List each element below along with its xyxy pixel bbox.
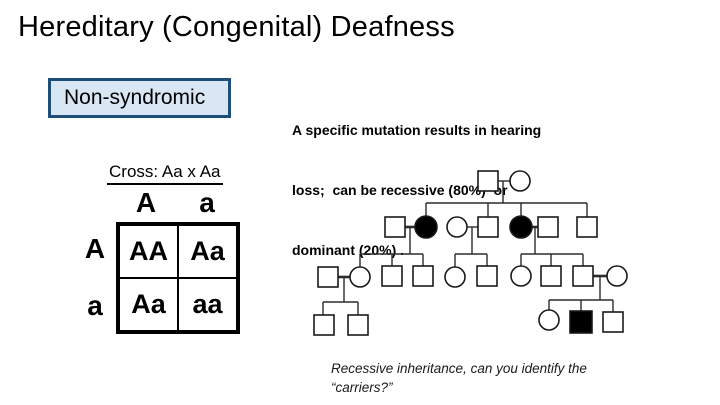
description-text: A specific mutation results in hearing l… [292,80,541,300]
pedigree-male-unaffected [602,311,624,333]
non-syndromic-box: Non-syndromic [48,78,231,118]
pedigree-male-affected [569,310,593,334]
caption-line: “carriers?” [331,380,393,395]
punnett-square: Cross: Aa x Aa A a A a AA Aa Aa aa [60,160,255,345]
pedigree-male-unaffected [384,216,406,238]
description-line: loss; can be recessive (80%) or [292,182,508,198]
pedigree-male-unaffected [540,265,562,287]
pedigree-female-unaffected [444,266,466,288]
caption-line: Recessive inheritance, can you identify … [331,361,587,376]
punnett-row-header: a [87,290,103,321]
pedigree-female-affected [509,215,533,239]
pedigree-male-unaffected [477,216,499,238]
pedigree-male-unaffected [476,265,498,287]
punnett-grid: AA Aa Aa aa [116,222,240,334]
pedigree-male-unaffected [537,216,559,238]
pedigree-female-affected [414,215,438,239]
pedigree-female-unaffected [349,266,371,288]
non-syndromic-label: Non-syndromic [64,86,206,109]
pedigree-female-unaffected [446,216,468,238]
pedigree-male-unaffected [412,265,434,287]
pedigree-female-unaffected [509,170,531,192]
punnett-col-header: a [199,187,215,218]
punnett-cell: Aa [119,278,178,331]
pedigree-male-unaffected [572,265,594,287]
pedigree-male-unaffected [347,314,369,336]
pedigree-male-unaffected [317,266,339,288]
punnett-cell: aa [178,278,237,331]
description-line: A specific mutation results in hearing [292,122,542,138]
pedigree-female-unaffected [606,265,628,287]
punnett-cell: Aa [178,225,237,278]
pedigree-male-unaffected [381,265,403,287]
caption-text: Recessive inheritance, can you identify … [331,359,587,397]
punnett-cross-label: Cross: Aa x Aa [107,162,223,185]
pedigree-male-unaffected [313,314,335,336]
pedigree-female-unaffected [538,309,560,331]
punnett-cell: AA [119,225,178,278]
punnett-row-header: A [84,233,106,264]
punnett-col-header: A [135,187,157,218]
pedigree-male-unaffected [576,216,598,238]
pedigree-male-unaffected [477,170,499,192]
slide-title: Hereditary (Congenital) Deafness [18,11,455,43]
pedigree-female-unaffected [510,265,532,287]
